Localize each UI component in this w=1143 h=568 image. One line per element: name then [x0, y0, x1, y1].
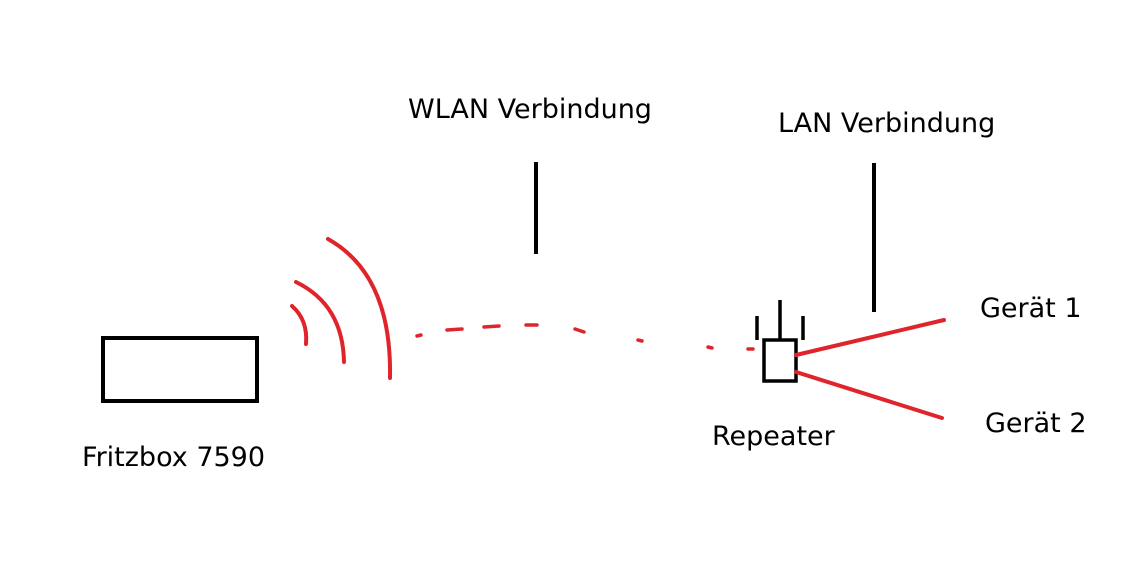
- lan-line-device2: [794, 370, 944, 420]
- fritzbox-box: [101, 336, 259, 403]
- wlan-connection-label: WLAN Verbindung: [408, 94, 652, 125]
- wlan-connection-line: [415, 323, 755, 351]
- wifi-signal-icon: [290, 237, 393, 380]
- lan-connection-label: LAN Verbindung: [778, 108, 996, 139]
- repeater-device: [755, 300, 805, 383]
- device2-label: Gerät 2: [985, 408, 1087, 439]
- device1-label: Gerät 1: [980, 293, 1082, 324]
- repeater-label: Repeater: [712, 421, 835, 452]
- lan-connection-lines: [794, 318, 946, 420]
- fritzbox-label: Fritzbox 7590: [82, 442, 266, 473]
- lan-line-device1: [794, 318, 946, 357]
